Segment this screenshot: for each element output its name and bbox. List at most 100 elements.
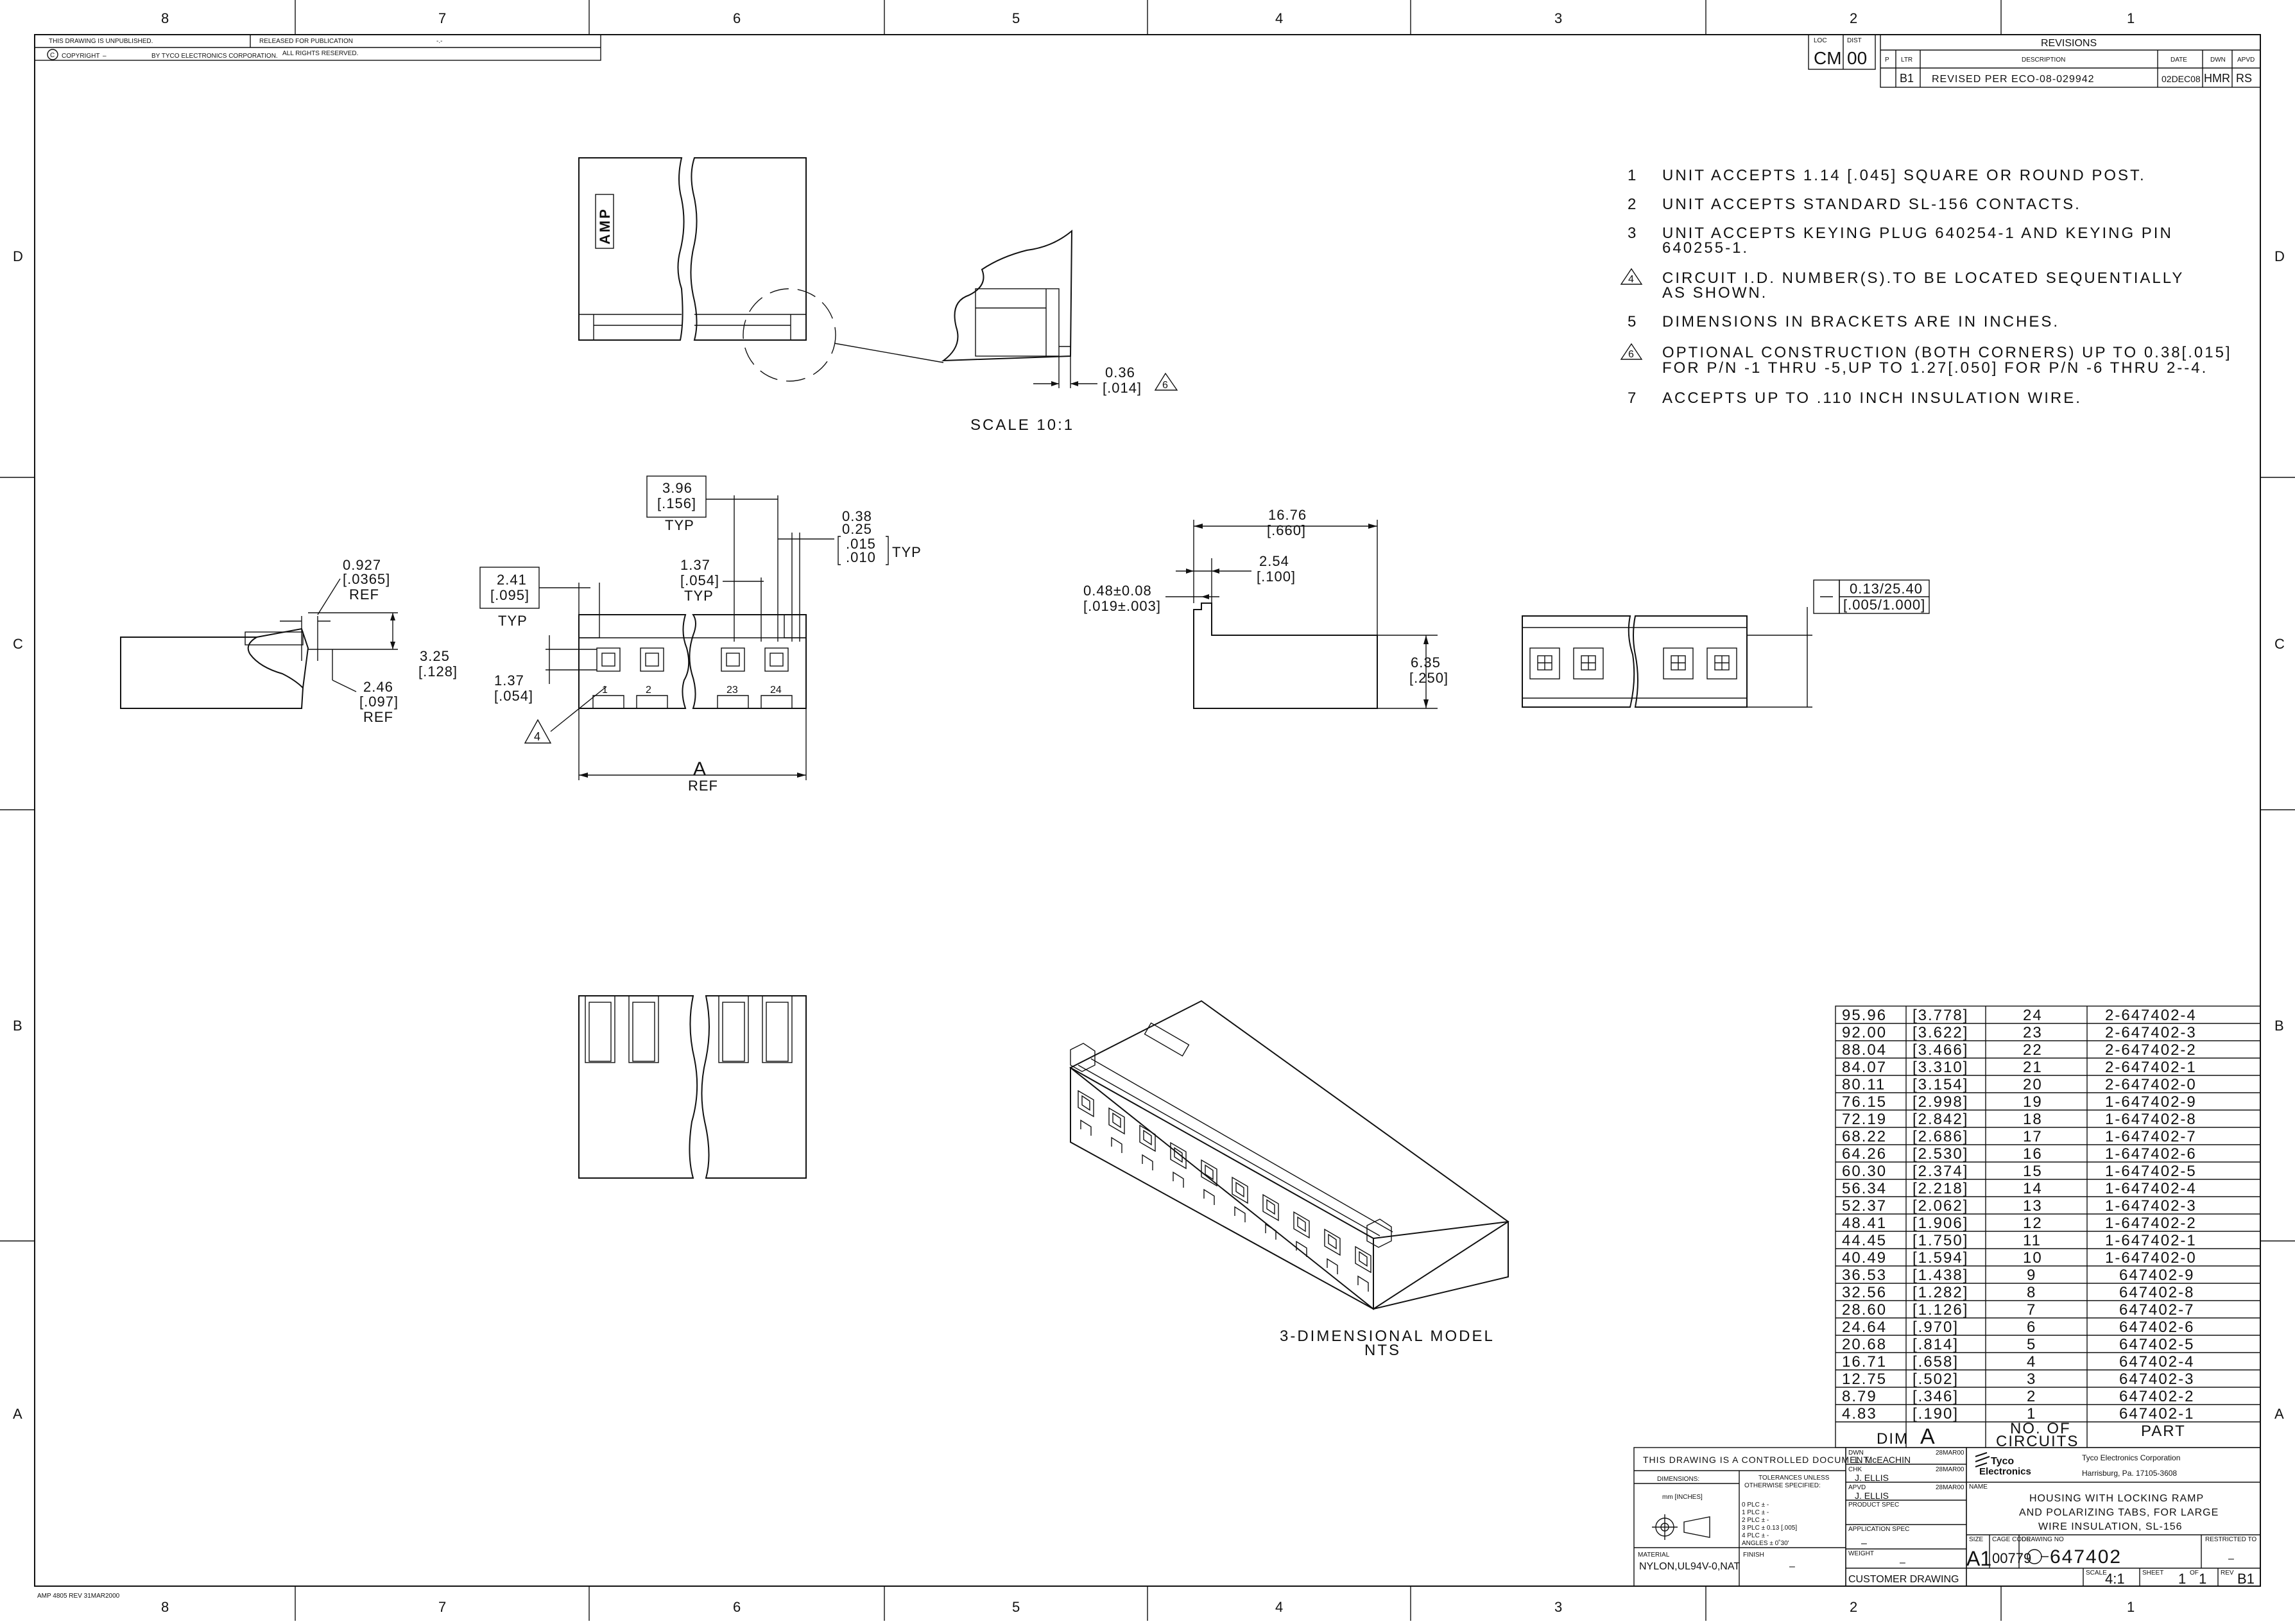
part-number: 1-647402-9: [2105, 1093, 2197, 1111]
back-view: AMP: [578, 157, 944, 382]
front-dim-2: 2.41: [497, 572, 527, 588]
front-dim-4a: 0.38: [842, 508, 872, 524]
note-4: 4 CIRCUIT I.D. NUMBER(S).TO BE LOCATED S…: [1620, 268, 2182, 302]
slot: [722, 1002, 745, 1062]
dim-mm: 12.75: [1842, 1371, 1887, 1388]
part-number: 1-647402-0: [2105, 1249, 2197, 1267]
cavity: [596, 647, 621, 672]
side-dim-1: 0.927: [343, 557, 381, 573]
dim-inch: [2.374]: [1912, 1163, 1968, 1180]
dim-inch: [3.154]: [1912, 1076, 1968, 1093]
part-number: 1-647402-5: [2105, 1163, 2197, 1180]
part-number: 1-647402-1: [2105, 1232, 2197, 1249]
front-dim-5: 1.37: [494, 672, 524, 688]
note-5: 5 DIMENSIONS IN BRACKETS ARE IN INCHES.: [1628, 313, 2058, 330]
top-key: 2.54: [1259, 553, 1289, 569]
flag-triangle-icon: [1620, 343, 1643, 360]
note-number: 6: [1628, 349, 1634, 360]
zone-label-bottom: 4: [1275, 1599, 1283, 1615]
cage-code-value: 00779: [1992, 1550, 2031, 1566]
dwn-label: DWN: [1848, 1449, 1864, 1457]
circuit-count: 5: [2027, 1336, 2036, 1353]
dim-mm: 56.34: [1842, 1180, 1887, 1197]
dim-inch: [1.282]: [1912, 1284, 1968, 1301]
rev-header-date: DATE: [2170, 56, 2187, 64]
cavity: [1139, 1124, 1156, 1152]
note-number: 3: [1628, 225, 1638, 242]
scale-label: SCALE: [2086, 1569, 2107, 1577]
sheet-of-value: 1: [2199, 1571, 2206, 1587]
header-part: PART: [2141, 1423, 2186, 1440]
zone-label-left: D: [13, 248, 23, 264]
copyright-dash: –: [103, 53, 107, 60]
part-number: 2-647402-4: [2105, 1007, 2197, 1024]
zone-label-bottom: 7: [438, 1599, 446, 1615]
circuit-count: 6: [2027, 1319, 2036, 1336]
cavity: [1078, 1090, 1094, 1118]
part-number: 647402-4: [2119, 1353, 2194, 1371]
rev-header-apvd: APVD: [2237, 56, 2255, 64]
zone-label-bottom: 1: [2127, 1599, 2135, 1615]
part-number: 1-647402-7: [2105, 1128, 2197, 1145]
rev-dwn: HMR: [2204, 72, 2230, 85]
front-dim-2-typ: TYP: [498, 613, 528, 629]
application-spec-label: APPLICATION SPEC: [1848, 1526, 1909, 1533]
loc-value: CM: [1814, 48, 1842, 68]
dim-mm: 8.79: [1842, 1388, 1877, 1405]
dim-mm: 92.00: [1842, 1024, 1887, 1041]
zone-label-bottom: 6: [733, 1599, 741, 1615]
dim-mm: 64.26: [1842, 1145, 1887, 1163]
unpublished-text: THIS DRAWING IS UNPUBLISHED.: [49, 38, 153, 45]
dim-inch: [2.998]: [1912, 1093, 1968, 1111]
front-pitch: 3.96: [662, 480, 692, 496]
side-dim-3-ref: REF: [363, 709, 393, 725]
tolerance-row: 2 PLC ± -: [1742, 1517, 1769, 1524]
dim-inch: [2.842]: [1912, 1111, 1968, 1128]
bottom-view: 0.13/25.40 [.005/1.000]: [1522, 579, 1930, 708]
dim-mm: 4.83: [1842, 1405, 1877, 1423]
circuit-count: 7: [2027, 1301, 2036, 1319]
dim-mm: 68.22: [1842, 1128, 1887, 1145]
top-height: 6.35: [1411, 654, 1441, 671]
circuit-count: 17: [2023, 1128, 2043, 1145]
units-label: mm [INCHES]: [1662, 1494, 1703, 1501]
front-dim-4d: .010: [846, 549, 876, 565]
side-dim-2-inch: [.128]: [418, 663, 458, 680]
part-number: 1-647402-4: [2105, 1180, 2197, 1197]
material-value: NYLON,UL94V-0,NAT: [1639, 1561, 1740, 1572]
dim-mm: 72.19: [1842, 1111, 1887, 1128]
front-dim-4c: .015: [846, 536, 876, 552]
detail-scale-label: SCALE 10:1: [970, 416, 1074, 434]
loc-dist-block: LOC DIST CM 00: [1808, 34, 1876, 70]
apvd-label: APVD: [1848, 1484, 1866, 1491]
side-dim-3: 2.46: [363, 679, 393, 695]
circuit-number: 23: [726, 685, 738, 696]
slot: [632, 1002, 655, 1062]
top-thickness-inch: [.019±.003]: [1083, 598, 1161, 614]
weight-label: WEIGHT: [1848, 1550, 1874, 1557]
rev-value: B1: [2237, 1571, 2255, 1587]
dim-mm: 52.37: [1842, 1197, 1887, 1215]
circuit-count: 3: [2027, 1371, 2036, 1388]
zone-label-top: 1: [2127, 10, 2135, 26]
cavity: [640, 647, 664, 672]
circuit-count: 11: [2023, 1232, 2041, 1249]
part-number: 647402-6: [2119, 1319, 2194, 1336]
tyco-logo-icon: [1975, 1452, 1990, 1467]
zone-label-bottom: 5: [1012, 1599, 1020, 1615]
note-text: UNIT ACCEPTS STANDARD SL-156 CONTACTS.: [1662, 196, 2081, 213]
top-height-inch: [.250]: [1409, 670, 1448, 686]
front-dim-3-inch: [.054]: [680, 572, 719, 588]
part-number: 1-647402-8: [2105, 1111, 2197, 1128]
slot: [589, 1002, 612, 1062]
cavity: [764, 647, 789, 672]
company-logo-line-2: Electronics: [1979, 1466, 2031, 1477]
corporation-name: Tyco Electronics Corporation: [2082, 1453, 2180, 1462]
circuit-number: 2: [646, 685, 651, 696]
dwn-name: L. McEACHIN: [1855, 1455, 1911, 1465]
dim-inch: [.658]: [1912, 1353, 1959, 1371]
